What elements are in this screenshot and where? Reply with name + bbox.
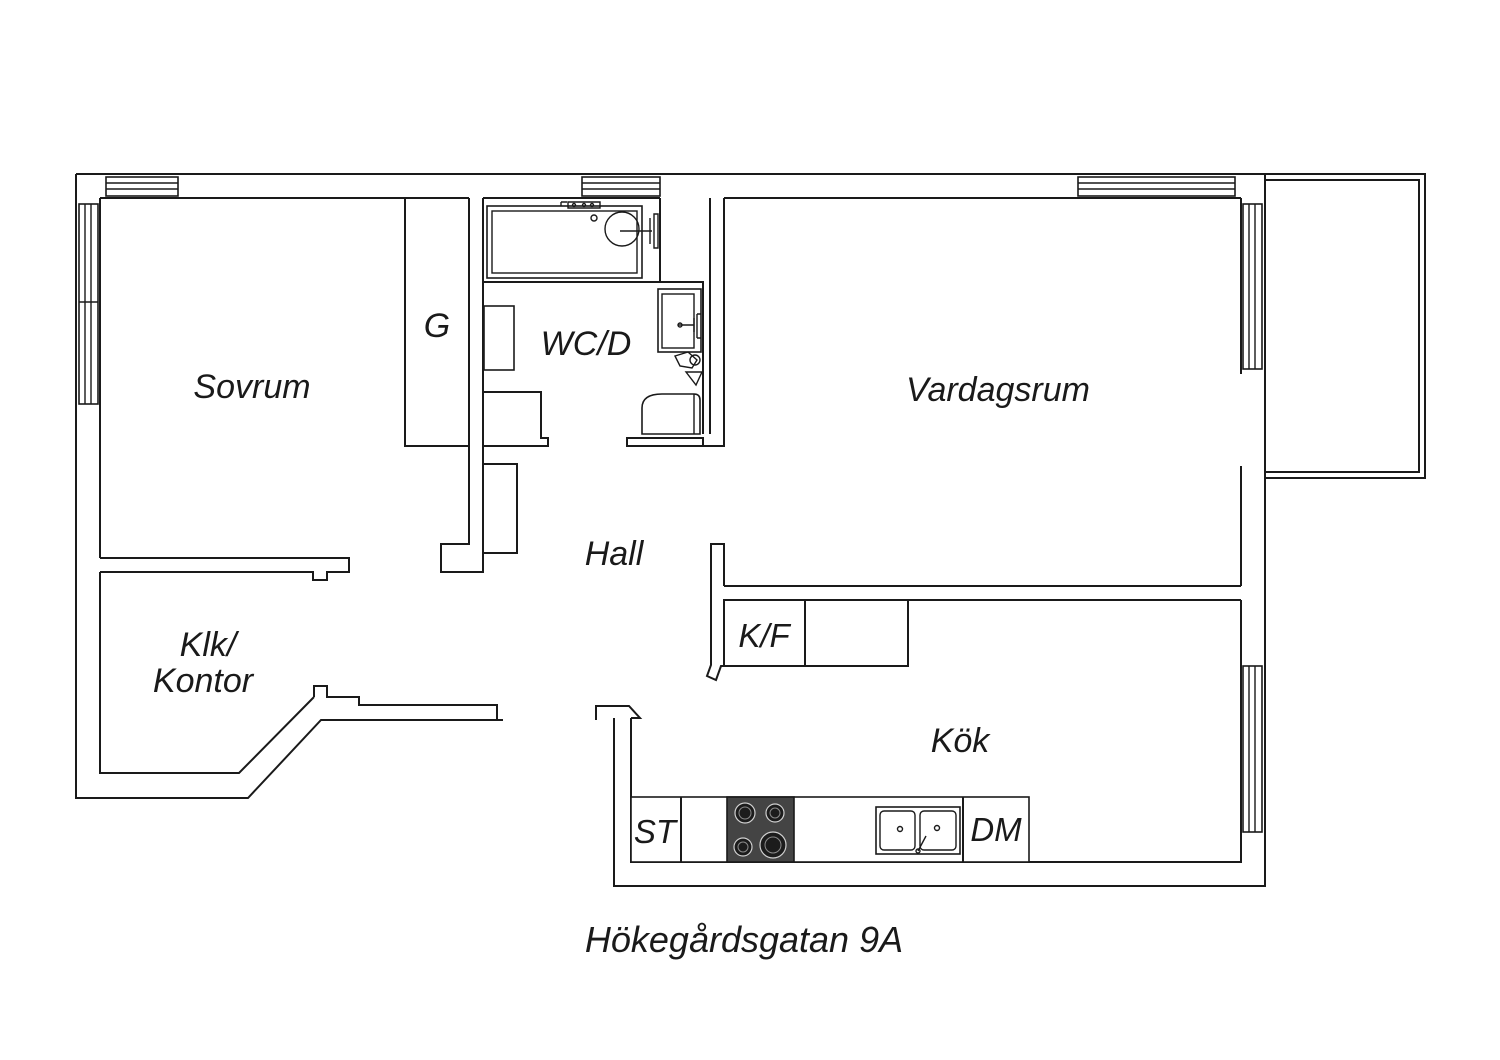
kitchen-fixtures bbox=[630, 796, 1030, 863]
window-right-kitchen bbox=[1242, 665, 1263, 833]
washer bbox=[483, 305, 515, 371]
label-klk-line2: Kontor bbox=[153, 662, 255, 700]
label-dm: DM bbox=[970, 811, 1022, 848]
bathroom-fixtures bbox=[483, 201, 704, 435]
label-klk-line1: Klk/ bbox=[180, 626, 240, 664]
label-st: ST bbox=[634, 813, 679, 850]
outer-walls bbox=[75, 173, 1266, 887]
bathtub bbox=[486, 205, 643, 279]
kitchen-counter bbox=[630, 796, 1030, 863]
windows bbox=[78, 176, 1263, 833]
window-left-bedroom bbox=[78, 203, 99, 405]
label-kok: Kök bbox=[931, 722, 992, 760]
window-top-bathroom bbox=[581, 176, 661, 197]
interior-walls bbox=[100, 198, 1241, 721]
label-kf: K/F bbox=[738, 617, 791, 654]
toilet bbox=[641, 393, 701, 435]
shower-head-icon bbox=[604, 211, 640, 247]
window-right-living bbox=[1242, 203, 1263, 370]
label-vardagsrum: Vardagsrum bbox=[906, 371, 1090, 409]
balcony bbox=[1265, 173, 1426, 479]
room-labels: Sovrum G WC/D Vardagsrum Hall Klk/ Konto… bbox=[153, 307, 1090, 850]
window-top-living bbox=[1077, 176, 1236, 197]
address-caption: Hökegårdsgatan 9A bbox=[585, 919, 903, 960]
label-g: G bbox=[424, 307, 450, 345]
label-sovrum: Sovrum bbox=[193, 368, 310, 406]
label-hall: Hall bbox=[585, 535, 645, 573]
window-top-bedroom bbox=[105, 176, 179, 197]
kitchen-sink-icon bbox=[875, 806, 961, 855]
label-wcd: WC/D bbox=[541, 325, 632, 363]
